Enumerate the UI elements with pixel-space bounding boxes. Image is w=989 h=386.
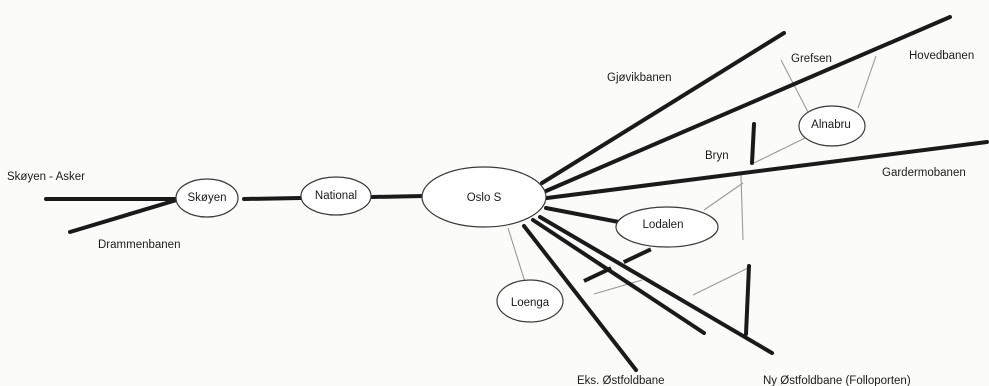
- line-skoyen-national: [242, 196, 303, 201]
- label-bryn: Bryn: [705, 150, 729, 162]
- connector-vertical-gardermo: [740, 174, 744, 241]
- label-eks-ostfoldbane: Eks. Østfoldbane: [577, 375, 665, 386]
- line-gjovikbanen: [540, 31, 786, 185]
- station-alnabru-label: Alnabru: [811, 119, 851, 131]
- station-oslo-s: Oslo S: [421, 166, 547, 228]
- line-ny-ostfoldbane: [538, 215, 774, 355]
- station-skoyen: Skøyen: [175, 178, 239, 218]
- label-hovedbanen: Hovedbanen: [909, 50, 974, 62]
- station-alnabru-shape: [798, 105, 866, 147]
- station-oslo-s-label: Oslo S: [467, 192, 502, 204]
- line-follo-branch: [531, 218, 706, 335]
- label-drammenbanen: Drammenbanen: [98, 239, 180, 251]
- main-lines: [44, 15, 989, 372]
- station-loenga-label: Loenga: [511, 297, 550, 309]
- label-gardermobanen: Gardermobanen: [882, 167, 966, 179]
- line-bryn-lower-vertical: [744, 264, 751, 336]
- station-national-shape: [300, 176, 372, 216]
- line-bryn-vertical: [750, 122, 756, 165]
- line-national-oslo: [370, 194, 426, 199]
- station-national: National: [300, 176, 372, 216]
- label-grefsen: Grefsen: [791, 53, 832, 65]
- connector-lines: [507, 55, 877, 296]
- connector-grefsen-right: [857, 55, 877, 109]
- label-gjovikbanen: Gjøvikbanen: [607, 72, 672, 84]
- station-lodalen-shape: [615, 206, 719, 248]
- line-lodalen: [544, 206, 626, 225]
- label-ny-ostfoldbane: Ny Østfoldbane (Follοporten): [763, 375, 911, 386]
- station-lodalen-label: Lodalen: [643, 219, 684, 231]
- connector-alnabru-bryn: [753, 137, 806, 164]
- station-skoyen-label: Skøyen: [188, 192, 227, 204]
- line-hovedbanen: [544, 15, 952, 193]
- station-alnabru: Alnabru: [798, 105, 866, 147]
- connector-loenga-dash: [593, 279, 643, 295]
- connector-lodalen-gardermo: [703, 182, 744, 211]
- line-dashed-planned: [583, 242, 663, 283]
- label-skoyen-asker: Skøyen - Asker: [7, 171, 85, 183]
- line-labels: Skøyen - Asker Drammenbanen Gjøvikbanen …: [7, 50, 974, 386]
- line-gardermobanen: [545, 140, 989, 200]
- station-national-label: National: [315, 190, 357, 202]
- line-drammenbanen: [68, 197, 182, 234]
- station-loenga: Loenga: [496, 279, 564, 323]
- connector-follo-right: [692, 267, 749, 296]
- station-oslo-s-shape: [421, 166, 547, 228]
- station-loenga-shape: [496, 279, 564, 323]
- station-skoyen-shape: [175, 178, 239, 218]
- line-eks-ostfoldbane: [522, 224, 638, 372]
- connector-oslo-loenga: [507, 227, 526, 283]
- station-lodalen: Lodalen: [615, 206, 719, 248]
